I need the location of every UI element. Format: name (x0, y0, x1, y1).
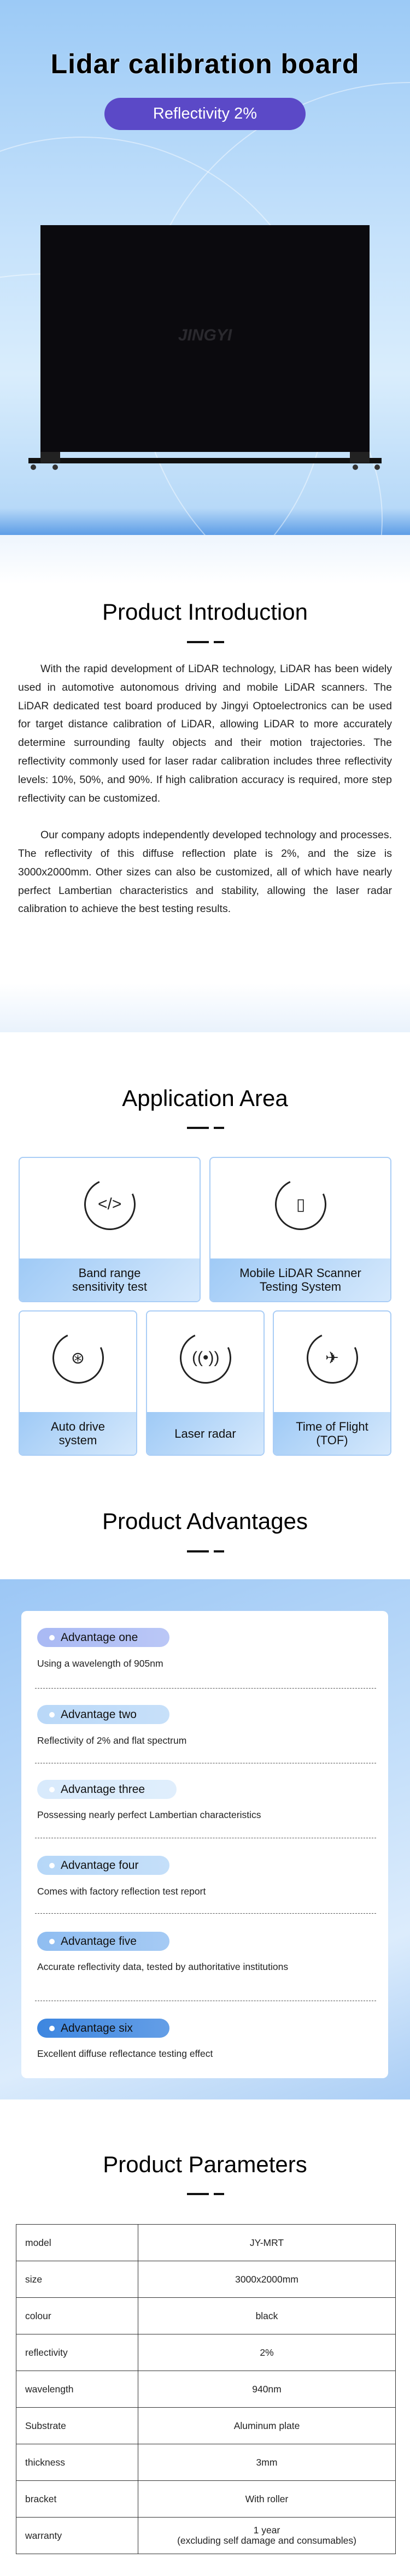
param-key: wavelength (16, 2371, 138, 2408)
wheel (353, 464, 358, 470)
advantage-desc: Comes with factory reflection test repor… (37, 1886, 206, 1897)
intro-paragraph: Our company adopts independently develop… (18, 829, 392, 915)
wheel (52, 464, 58, 470)
param-key: model (16, 2224, 138, 2261)
param-key: colour (16, 2297, 138, 2334)
bullet-dot-icon (49, 1635, 55, 1640)
application-label: Auto drive system (20, 1412, 136, 1455)
parameters-title: Product Parameters (103, 2151, 307, 2177)
advantage-desc: Excellent diffuse reflectance testing ef… (37, 2048, 213, 2059)
advantage-desc: Using a wavelength of 905nm (37, 1658, 163, 1669)
airplane-icon: ✈ (299, 1325, 365, 1391)
param-value: Aluminum plate (138, 2407, 396, 2444)
title-divider (187, 1550, 224, 1552)
advantages-card: Advantage one Using a wavelength of 905n… (21, 1611, 388, 2078)
title-divider (187, 1127, 224, 1129)
advantage-title: Advantage five (61, 1935, 137, 1948)
stand-leg (40, 452, 60, 463)
param-key: bracket (16, 2480, 138, 2518)
param-value: 1 year(excluding self damage and consuma… (138, 2517, 396, 2554)
application-label: Laser radar (147, 1412, 263, 1455)
advantage-title: Advantage six (61, 2022, 133, 2034)
bullet-dot-icon (49, 1939, 55, 1944)
advantage-badge: Advantage four (37, 1856, 169, 1875)
advantage-title: Advantage one (61, 1631, 138, 1644)
bullet-dot-icon (49, 1712, 55, 1718)
application-title: Application Area (122, 1085, 288, 1111)
advantage-desc: Accurate reflectivity data, tested by au… (37, 1961, 289, 1972)
application-label: Time of Flight (TOF) (274, 1412, 390, 1455)
intro-background (0, 535, 410, 1032)
bullet-dot-icon (49, 1787, 55, 1792)
title-divider (187, 641, 224, 643)
dashed-divider (35, 1913, 376, 1914)
advantage-badge: Advantage two (37, 1705, 169, 1724)
intro-title: Product Introduction (102, 599, 308, 625)
param-value: JY-MRT (138, 2224, 396, 2261)
hero-title: Lidar calibration board (50, 49, 360, 79)
advantage-badge: Advantage one (37, 1628, 169, 1647)
monitor-code-icon: </> (77, 1171, 143, 1238)
application-label: Mobile LiDAR Scanner Testing System (210, 1258, 390, 1301)
param-value: 940nm (138, 2371, 396, 2408)
advantage-badge: Advantage six (37, 2019, 169, 2038)
advantage-badge: Advantage five (37, 1932, 169, 1951)
param-key: reflectivity (16, 2334, 138, 2371)
dashed-divider (35, 1688, 376, 1689)
advantage-desc: Possessing nearly perfect Lambertian cha… (37, 1809, 261, 1820)
tablet-icon: ▯ (267, 1171, 333, 1238)
advantage-desc: Reflectivity of 2% and flat spectrum (37, 1735, 187, 1746)
advantage-title: Advantage two (61, 1708, 137, 1721)
bullet-dot-icon (49, 2026, 55, 2031)
board-stand (28, 458, 382, 463)
title-divider (187, 2193, 224, 2195)
advantages-title: Product Advantages (102, 1508, 308, 1534)
calibration-board-image: JINGYI (40, 225, 370, 452)
param-value: 2% (138, 2334, 396, 2371)
bullet-dot-icon (49, 1863, 55, 1868)
jingyi-logo: JINGYI (178, 326, 232, 344)
param-value: black (138, 2297, 396, 2334)
application-label: Band range sensitivity test (20, 1258, 200, 1301)
radar-signal-icon: ((•)) (172, 1325, 238, 1391)
intro-paragraph: With the rapid development of LiDAR tech… (18, 663, 392, 804)
application-card: ✈ Time of Flight (TOF) (273, 1310, 391, 1456)
advantage-title: Advantage four (61, 1859, 139, 1872)
advantage-title: Advantage three (61, 1783, 145, 1796)
param-value: With roller (138, 2480, 396, 2518)
stand-leg (350, 452, 370, 463)
intro-text: With the rapid development of LiDAR tech… (18, 660, 392, 937)
reflectivity-badge: Reflectivity 2% (104, 98, 306, 130)
param-key: thickness (16, 2444, 138, 2481)
param-value: 3000x2000mm (138, 2261, 396, 2298)
advantage-badge: Advantage three (37, 1780, 177, 1799)
param-key: warranty (16, 2517, 138, 2554)
application-card: ⊛ Auto drive system (19, 1310, 137, 1456)
steering-wheel-icon: ⊛ (45, 1325, 111, 1391)
param-key: size (16, 2261, 138, 2298)
application-card: ((•)) Laser radar (146, 1310, 265, 1456)
application-card: ▯ Mobile LiDAR Scanner Testing System (209, 1157, 391, 1302)
application-card: </> Band range sensitivity test (19, 1157, 201, 1302)
wheel (374, 464, 380, 470)
wheel (31, 464, 36, 470)
param-key: Substrate (16, 2407, 138, 2444)
param-value: 3mm (138, 2444, 396, 2481)
